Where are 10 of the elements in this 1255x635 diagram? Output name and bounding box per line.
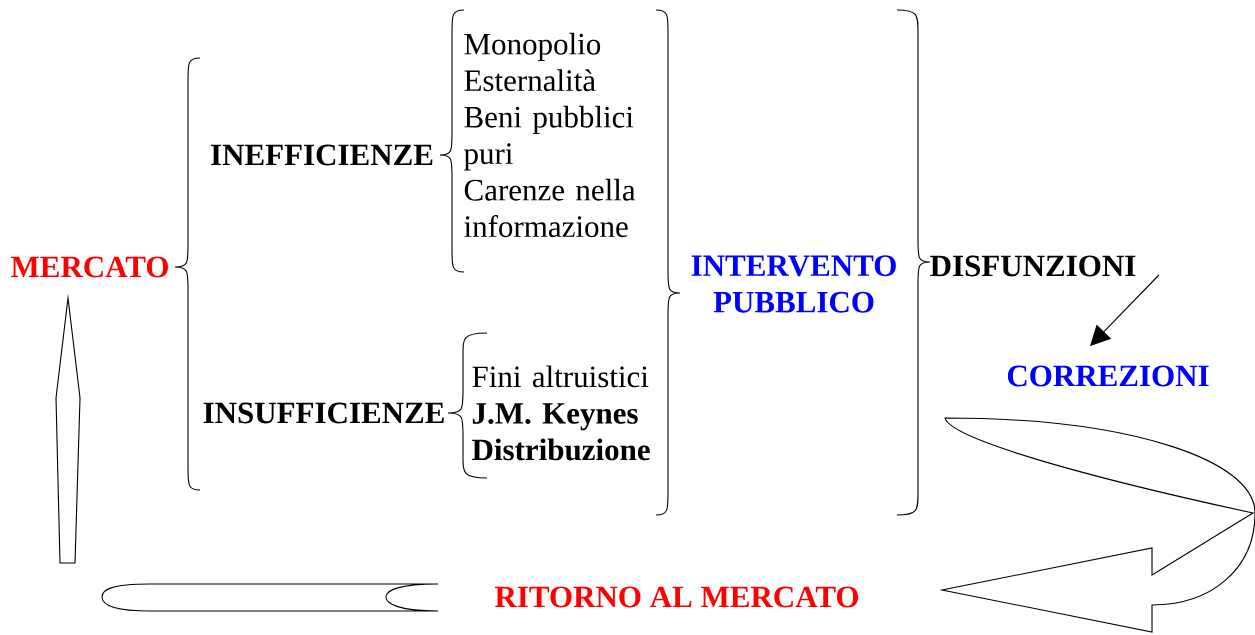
label-text: MERCATO: [11, 256, 168, 278]
label-text: DISFUNZIONI: [930, 255, 1136, 277]
label-text: INTERVENTO PUBBLICO: [691, 255, 896, 313]
list-text: Monopolio Esternalità Beni pubblici puri Carenze nella informazione: [464, 32, 636, 238]
list-text: Fini altruistici J.M. Keynes Distribuzione: [472, 365, 650, 461]
label-text: INEFFICIENZE: [211, 144, 433, 166]
label-text: INSUFFICIENZE: [203, 402, 444, 424]
label-text: RITORNO AL MERCATO: [494, 586, 859, 608]
label-text: CORREZIONI: [1007, 365, 1209, 387]
curved-block-arrow: [941, 417, 1255, 633]
